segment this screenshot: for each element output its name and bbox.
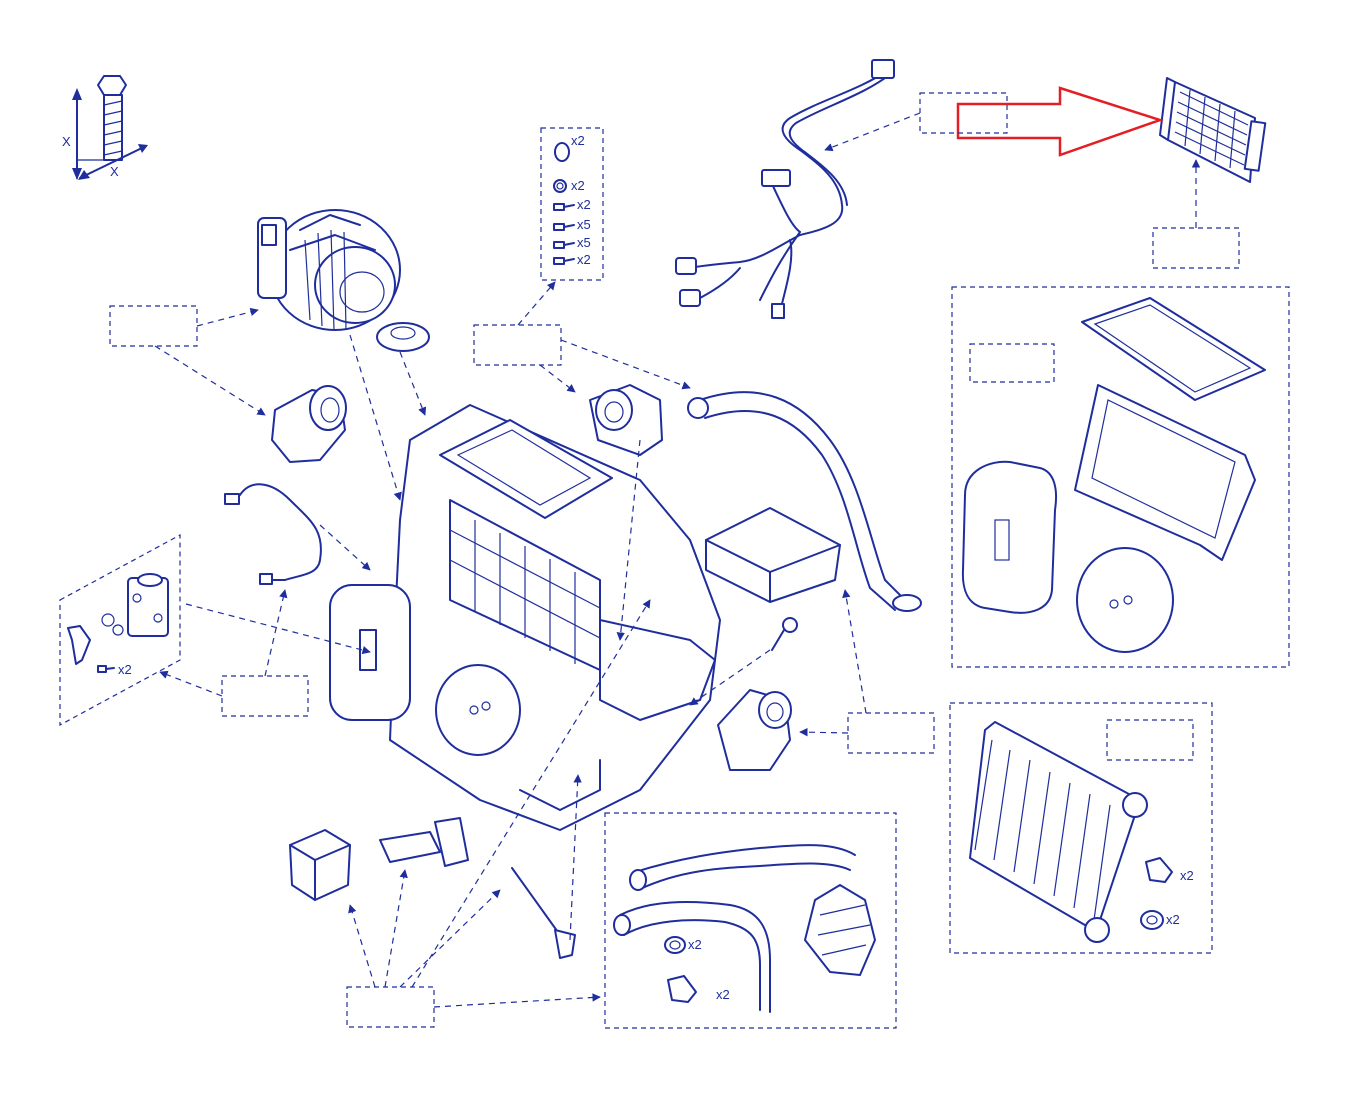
air-filter-sensor bbox=[379, 817, 469, 867]
fastener-qty-6: x2 bbox=[577, 252, 591, 267]
blower-motor bbox=[257, 209, 401, 331]
thread-length-label: X bbox=[62, 134, 71, 149]
heater-clip-qty: x2 bbox=[1180, 868, 1194, 883]
heater-hose-kit bbox=[604, 812, 897, 1029]
fastener-qty-3: x2 bbox=[577, 197, 591, 212]
heater-seal-qty: x2 bbox=[1166, 912, 1180, 927]
heater-core-kit bbox=[949, 702, 1213, 954]
leader-lines bbox=[154, 112, 1201, 1008]
control-module bbox=[705, 507, 841, 603]
hvac-housing bbox=[329, 404, 721, 831]
filter-kit bbox=[951, 286, 1290, 668]
fastener-qty-5: x5 bbox=[577, 235, 591, 250]
wiring-harness bbox=[675, 59, 895, 319]
red-callout-arrow bbox=[956, 86, 1164, 157]
mode-actuator bbox=[271, 385, 347, 463]
thread-gauge-icon bbox=[72, 75, 148, 180]
hose-clip-qty: x2 bbox=[716, 987, 730, 1002]
valve-screw-qty: x2 bbox=[118, 662, 132, 677]
expansion-valve-kit bbox=[59, 533, 181, 727]
temperature-sensor-wire bbox=[224, 483, 322, 585]
cabin-filter-element[interactable] bbox=[1159, 77, 1267, 183]
recirculation-actuator bbox=[589, 384, 663, 456]
fastener-qty-4: x5 bbox=[577, 217, 591, 232]
fastener-qty-1: x2 bbox=[571, 133, 585, 148]
temperature-probe bbox=[511, 867, 576, 959]
fastener-qty-2: x2 bbox=[571, 178, 585, 193]
thread-diameter-label: X bbox=[110, 164, 119, 179]
drain-hose bbox=[687, 391, 922, 612]
fastener-set bbox=[540, 127, 604, 281]
screw bbox=[771, 617, 798, 651]
blend-door-actuator bbox=[717, 689, 792, 771]
blower-resistor bbox=[289, 829, 351, 901]
hose-seal-qty: x2 bbox=[688, 937, 702, 952]
blower-seal-ring bbox=[376, 322, 430, 352]
